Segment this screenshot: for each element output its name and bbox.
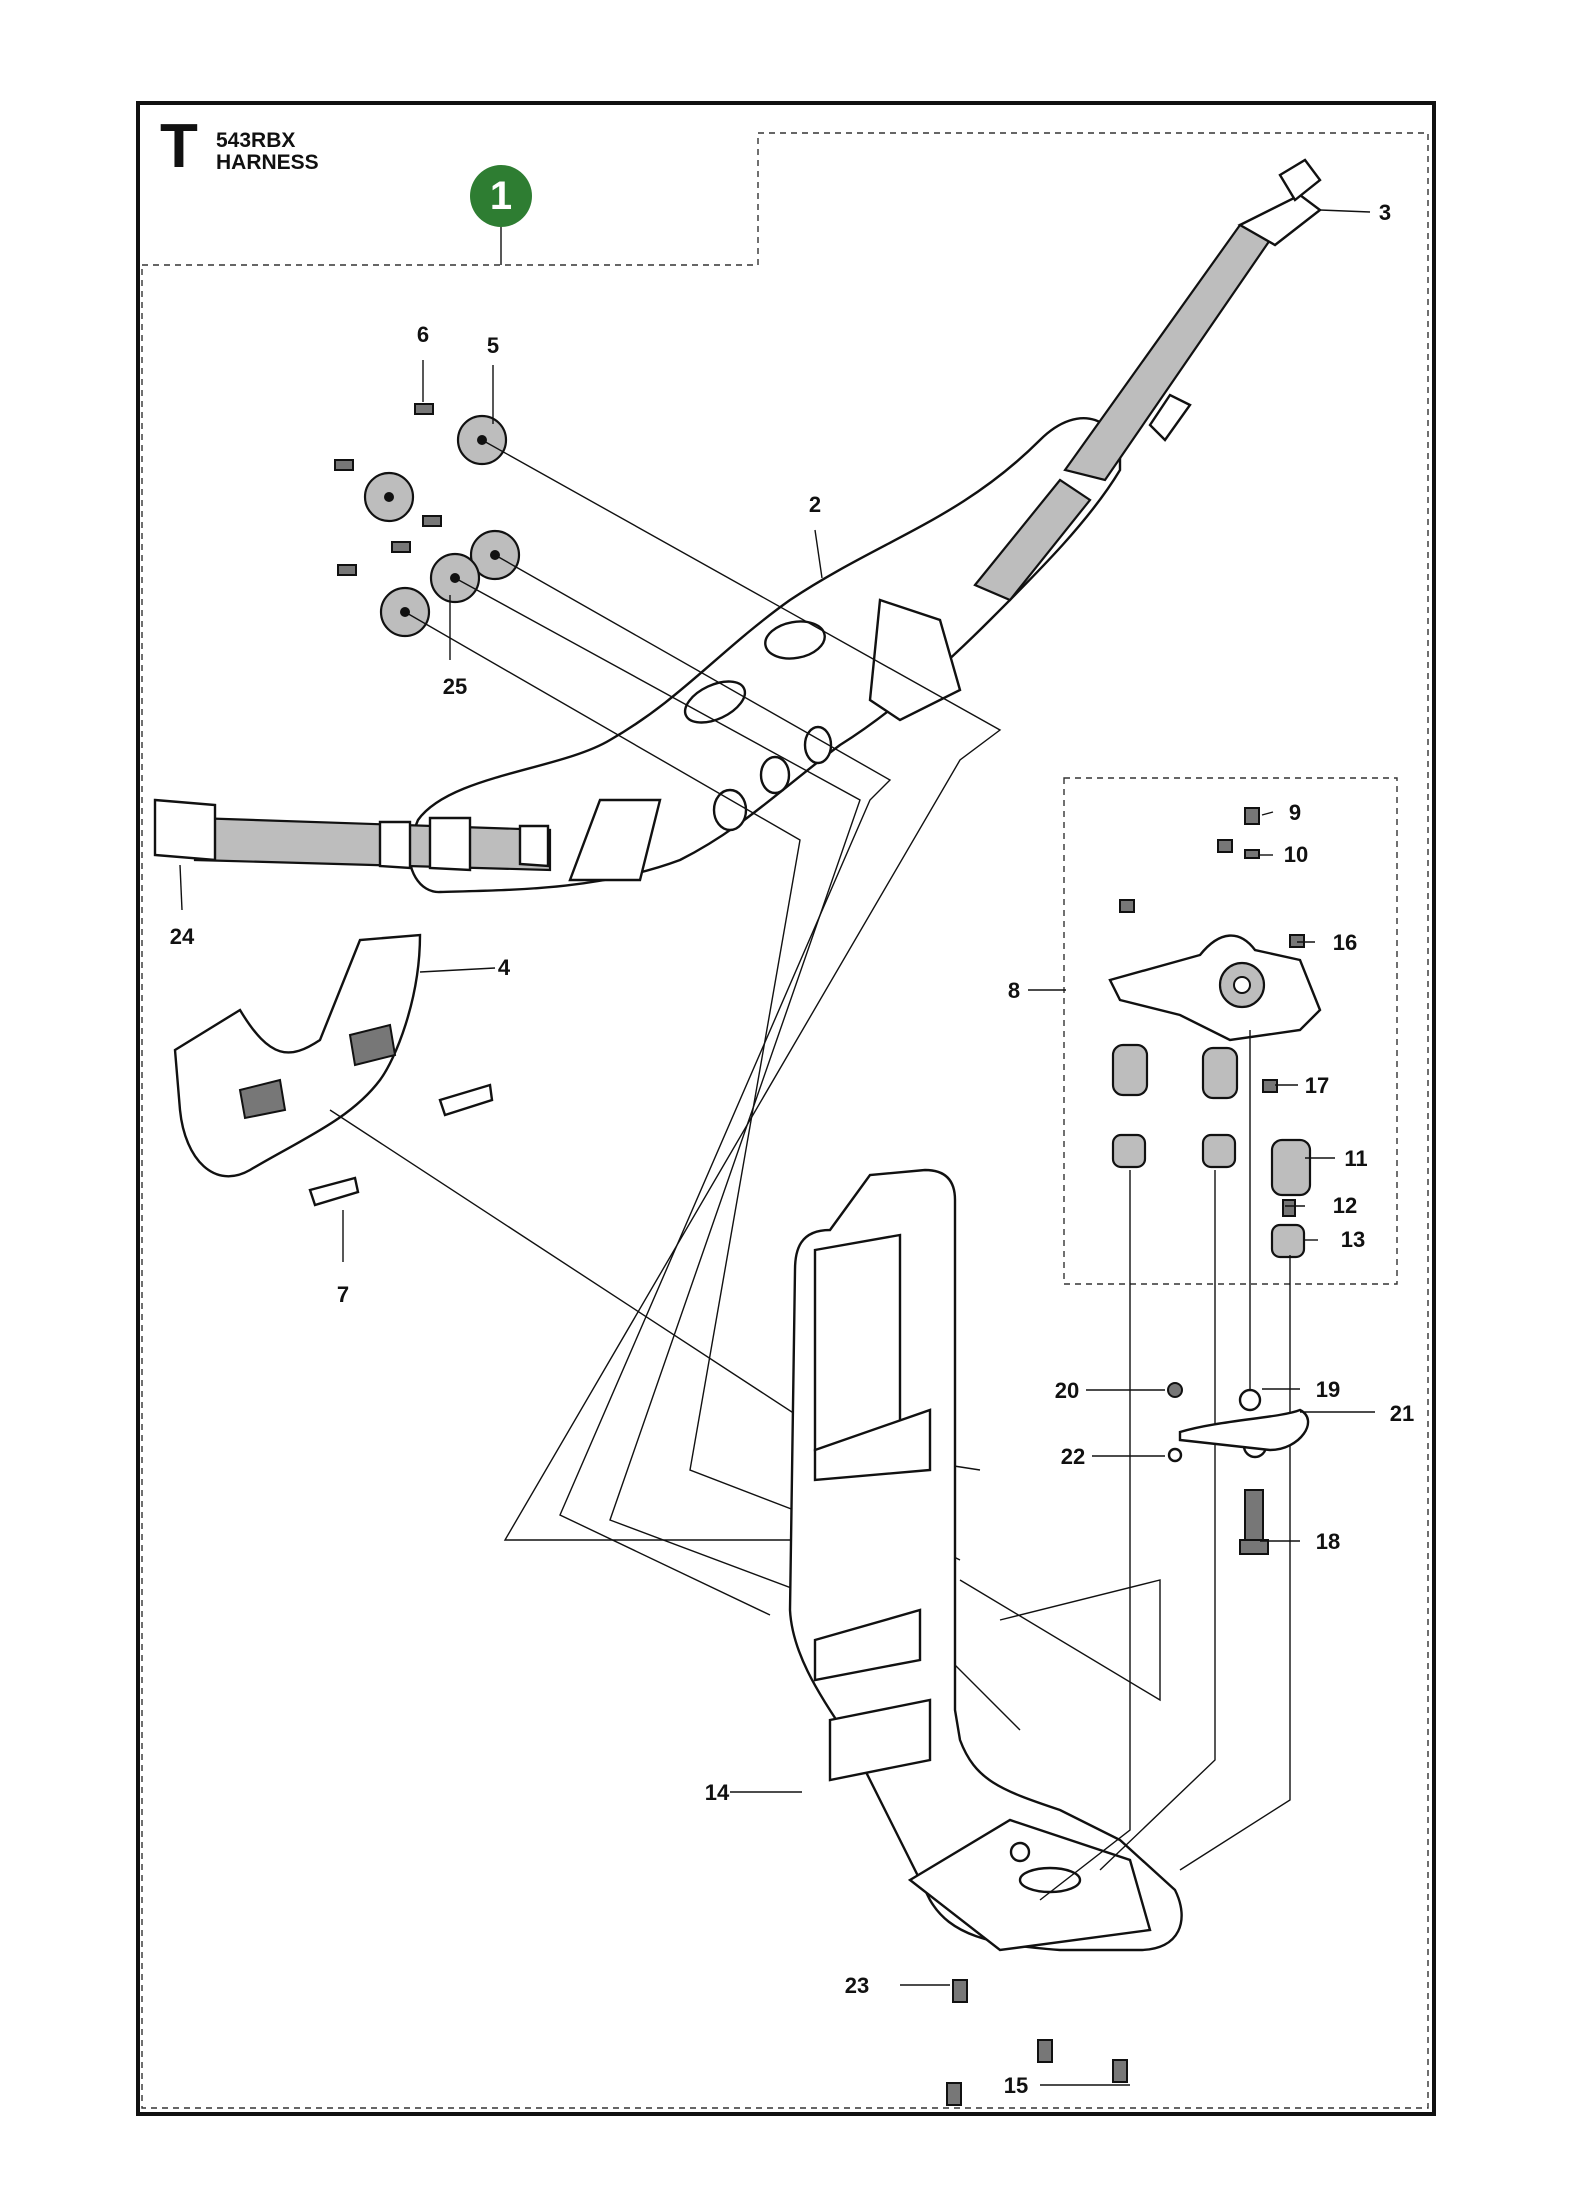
model-number: 543RBX xyxy=(216,129,296,152)
callout-6: 6 xyxy=(417,322,429,347)
waist-belt xyxy=(153,798,552,872)
callout-5: 5 xyxy=(487,333,499,358)
clip-lower xyxy=(308,1176,360,1207)
vibration-mount xyxy=(1108,807,1322,1259)
assembly-lines xyxy=(329,439,1161,1731)
back-plate xyxy=(173,933,422,1178)
drawing-frame xyxy=(136,101,1436,2116)
carrier-frame xyxy=(788,1168,1183,1952)
callout-7: 7 xyxy=(337,1282,349,1307)
washers-and-screws xyxy=(334,403,521,638)
callout-25: 25 xyxy=(443,674,467,699)
group-number-badge: 1 xyxy=(470,165,532,227)
callout-4: 4 xyxy=(498,955,511,980)
shoulder-strap xyxy=(1063,158,1322,482)
callout-20: 20 xyxy=(1055,1378,1079,1403)
callout-22: 22 xyxy=(1061,1444,1085,1469)
callout-12: 12 xyxy=(1333,1193,1357,1218)
callout-8: 8 xyxy=(1008,978,1020,1003)
callout-17: 17 xyxy=(1305,1073,1329,1098)
callout-24: 24 xyxy=(170,924,195,949)
mount-group-frame xyxy=(1063,777,1398,1285)
callout-leaders xyxy=(179,209,1375,2086)
drawing-title: HARNESS xyxy=(216,151,319,174)
harness-pad xyxy=(407,417,1122,894)
callout-23: 23 xyxy=(845,1973,869,1998)
callout-19: 19 xyxy=(1316,1377,1340,1402)
callout-labels: 2 3 4 5 6 7 8 9 10 11 12 13 14 15 16 17 … xyxy=(170,200,1414,2098)
callout-2: 2 xyxy=(809,492,821,517)
callout-14: 14 xyxy=(705,1780,730,1805)
callout-15: 15 xyxy=(1004,2073,1028,2098)
sheet-letter: T xyxy=(160,112,198,181)
callout-21: 21 xyxy=(1390,1401,1414,1426)
callout-9: 9 xyxy=(1289,800,1301,825)
callout-13: 13 xyxy=(1341,1227,1365,1252)
callout-3: 3 xyxy=(1379,200,1391,225)
callout-16: 16 xyxy=(1333,930,1357,955)
clip-upper xyxy=(438,1083,494,1117)
callout-18: 18 xyxy=(1316,1529,1340,1554)
callout-11: 11 xyxy=(1344,1146,1367,1171)
group-frame xyxy=(141,132,1429,2109)
callout-10: 10 xyxy=(1284,842,1308,867)
hardware xyxy=(946,1030,1310,2106)
